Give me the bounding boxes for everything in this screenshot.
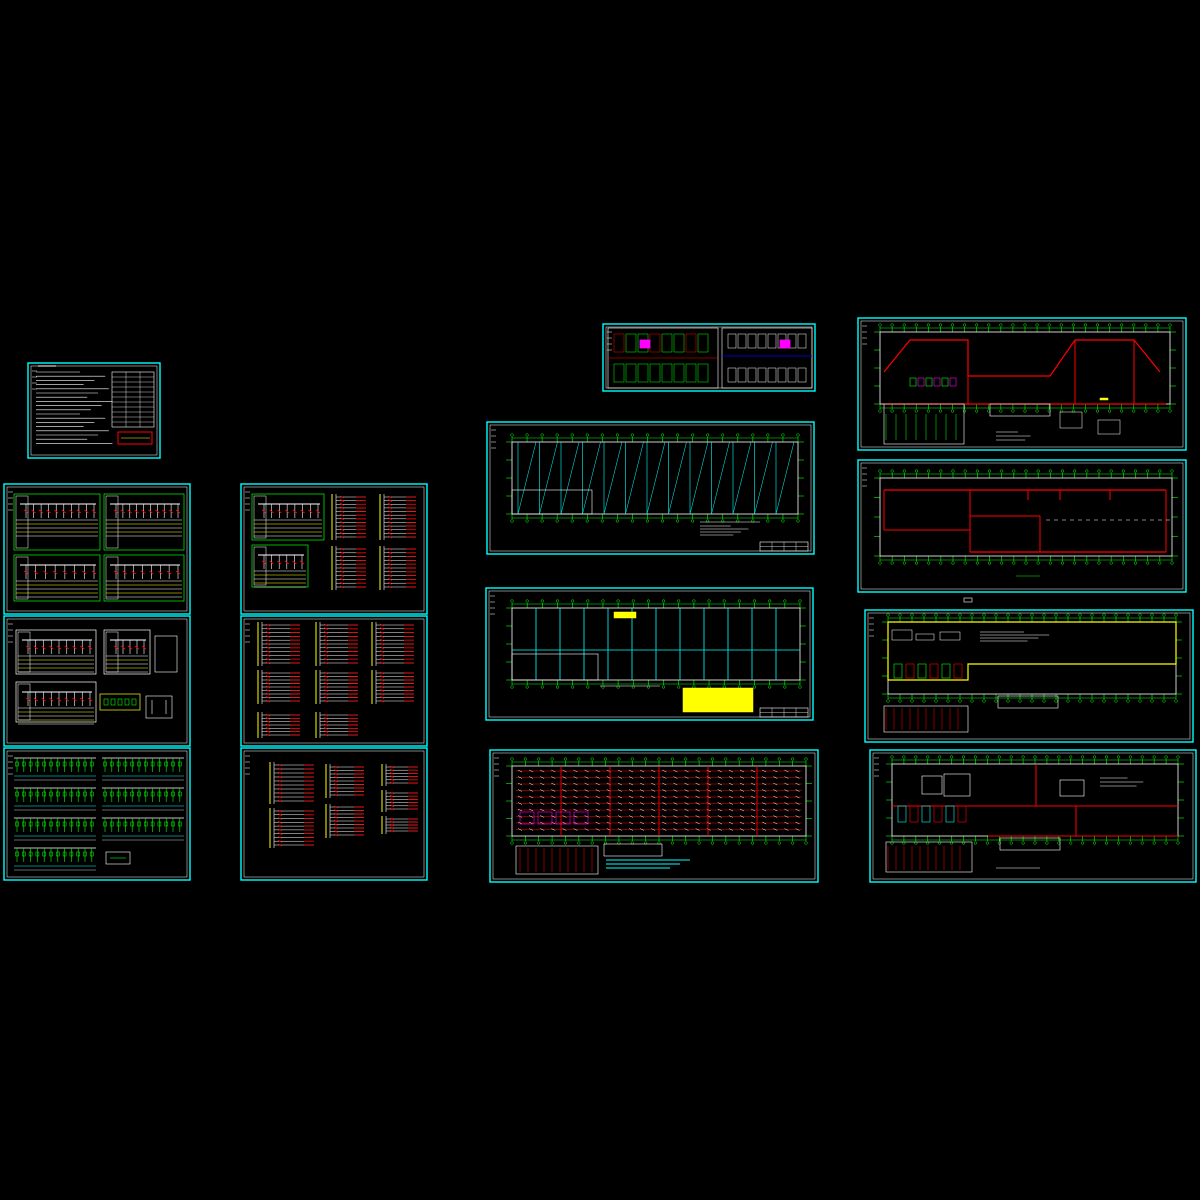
weak-current-plan-sheet[interactable] [869,749,1197,883]
distribution-diagram-sheet-2[interactable] [240,615,428,747]
panel-schedule-sheet-1[interactable] [3,483,191,615]
panel-schedule-sheet-3[interactable] [3,747,191,881]
fire-alarm-plan-sheet[interactable] [864,597,1194,743]
lighting-plan-sheet[interactable] [489,749,819,883]
distribution-diagram-sheet-3[interactable] [240,747,428,881]
panel-schedule-sheet-2[interactable] [3,615,191,747]
design-notes-sheet[interactable] [27,362,161,459]
key-plan-sheet[interactable] [602,323,816,392]
roof-plan-sheet[interactable] [486,421,815,555]
distribution-diagram-sheet-1[interactable] [240,483,428,615]
power-plan-sheet-1[interactable] [857,317,1187,451]
grounding-plan-sheet[interactable] [485,587,814,721]
power-plan-sheet-2[interactable] [857,459,1187,593]
